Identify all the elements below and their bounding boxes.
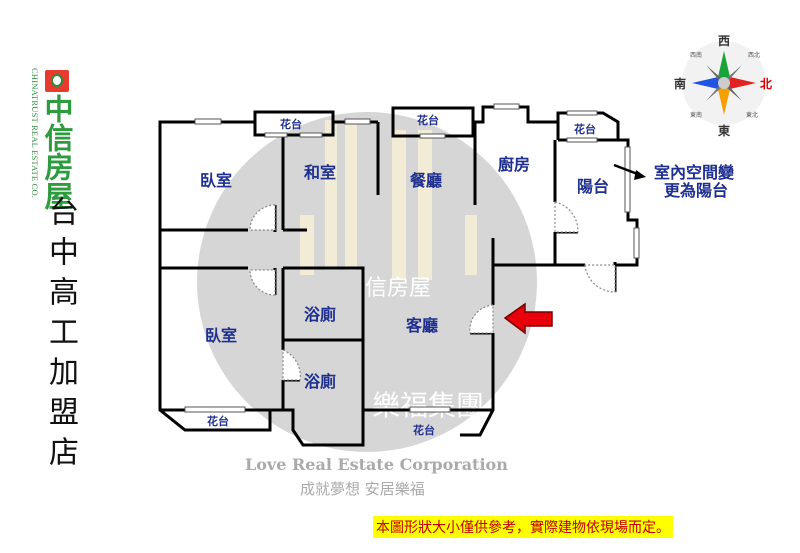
disclaimer-note: 本圖形狀大小僅供參考，實際建物依現場而定。 xyxy=(373,516,673,538)
compass-southeast: 東南 xyxy=(690,111,702,119)
room-label-planter: 花台 xyxy=(417,113,439,127)
room-label-bedroom: 臥室 xyxy=(200,171,232,190)
room-label-kitchen: 廚房 xyxy=(498,155,530,174)
room-label-bathroom: 浴廁 xyxy=(304,305,336,324)
compass-west: 西 xyxy=(718,34,730,48)
room-label-living: 客廳 xyxy=(406,316,438,335)
watermark-slogan: 成就夢想 安居樂福 xyxy=(300,480,425,498)
room-label-planter: 花台 xyxy=(413,423,435,437)
compass-northwest: 西北 xyxy=(748,51,760,59)
room-label-dining: 餐廳 xyxy=(409,171,442,190)
compass-northeast: 東北 xyxy=(746,111,758,119)
compass-southwest: 西南 xyxy=(690,51,702,59)
logo-chinese-name: 中信房屋 xyxy=(40,94,74,210)
annotation-line-1: 室內空間變 xyxy=(654,163,735,182)
watermark-building-icon xyxy=(300,120,477,280)
compass-east: 東 xyxy=(718,123,730,138)
compass-south: 南 xyxy=(674,76,686,91)
annotation-line-2: 更為陽台 xyxy=(664,181,728,200)
logo-mark-icon xyxy=(45,70,69,92)
watermark-english: Love Real Estate Corporation xyxy=(245,455,508,474)
compass-rose-icon: 西 北 東 南 西南 西北 東北 東南 xyxy=(674,34,772,138)
doors xyxy=(249,201,616,381)
room-label-planter: 花台 xyxy=(207,414,229,428)
watermark-title: 樂福集團 xyxy=(372,389,484,422)
room-label-bathroom: 浴廁 xyxy=(304,372,336,391)
logo-english-name: CHINATRUST REAL ESTATE CO. xyxy=(30,68,40,199)
annotation-arrowhead-icon xyxy=(634,170,646,180)
windows xyxy=(184,103,640,413)
room-label-planter: 花台 xyxy=(280,117,302,131)
room-label-balcony: 陽台 xyxy=(577,177,609,196)
room-label-planter: 花台 xyxy=(574,122,596,136)
compass-north: 北 xyxy=(760,76,772,91)
watermark-partner: 信房屋 xyxy=(365,276,431,301)
room-label-japanese-room: 和室 xyxy=(304,163,336,182)
watermark: 樂福集團 信房屋 Love Real Estate Corporation 成就… xyxy=(197,112,537,498)
branch-name: 台中高工加盟店 xyxy=(43,196,78,476)
room-label-bedroom: 臥室 xyxy=(205,326,237,345)
entrance-arrow-icon xyxy=(503,302,553,335)
